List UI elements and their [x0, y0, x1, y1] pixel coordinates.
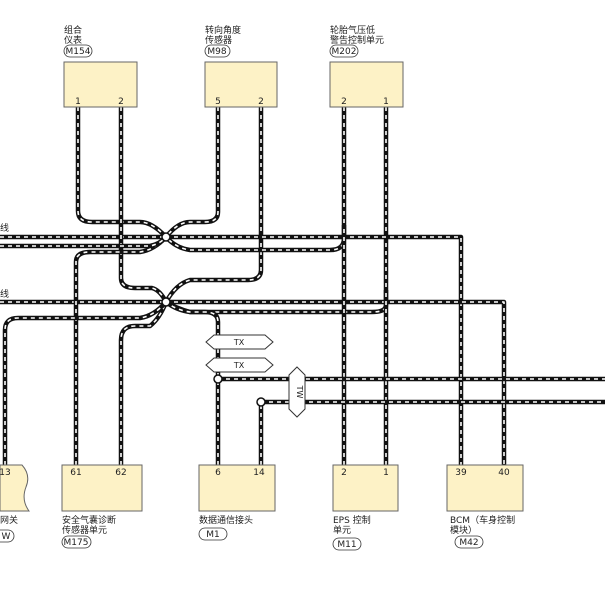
connector-box — [198, 464, 276, 512]
twist-label: TW — [295, 385, 304, 399]
connector-code: M154 — [66, 47, 91, 57]
pin-label: 1 — [75, 97, 81, 107]
code-badge — [0, 529, 15, 543]
bus-label-upper: 线 — [0, 222, 9, 234]
twist-label: TX — [233, 361, 245, 370]
connector-name: 轮胎气压低 — [330, 24, 375, 36]
connector-gateway[interactable]: 13 网关 W — [0, 464, 30, 543]
connector-m1[interactable]: 6 14 数据通信接头 M1 — [198, 464, 276, 541]
twist-marker-tx1: TX — [205, 334, 274, 350]
connector-name: 模块） — [450, 524, 477, 536]
pin-label: 13 — [0, 468, 11, 478]
connector-name: 传感器 — [205, 34, 232, 46]
twist-marker-tx2: TX — [205, 357, 274, 373]
wire-m98-5 — [164, 107, 221, 239]
connector-m11[interactable]: 2 1 EPS 控制 单元 M11 — [332, 464, 399, 551]
pin-label: 2 — [258, 97, 264, 107]
connector-m202[interactable]: 轮胎气压低 警告控制单元 M202 2 1 — [329, 24, 404, 108]
connector-box — [63, 61, 138, 108]
connector-box — [61, 464, 143, 512]
connector-name: 组合 — [64, 24, 82, 36]
pin-label: 1 — [383, 468, 389, 478]
connector-code: W — [2, 532, 11, 542]
code-badge — [198, 527, 228, 541]
connector-code: M98 — [207, 47, 226, 57]
connector-name: 数据通信接头 — [199, 514, 253, 526]
pin-label: 6 — [215, 468, 221, 478]
connector-box — [329, 61, 404, 108]
connector-name: 单元 — [333, 524, 351, 536]
pin-label: 2 — [341, 97, 347, 107]
connector-box — [204, 61, 278, 108]
twist-marker-tw: TW — [288, 366, 306, 418]
connector-name: 传感器单元 — [62, 524, 107, 536]
wire-m202-2 — [164, 107, 347, 253]
connector-box — [0, 464, 30, 512]
splice-upper — [161, 232, 171, 242]
pin-label: 62 — [115, 468, 126, 478]
splice-m1-6 — [213, 374, 223, 384]
wire-m1-6 — [164, 300, 221, 465]
wire-m154-1 — [75, 107, 168, 239]
splice-m1-14 — [256, 397, 266, 407]
connector-code: M175 — [64, 538, 89, 548]
connector-code: M202 — [332, 47, 357, 57]
pin-label: 14 — [253, 468, 265, 478]
code-badge — [204, 44, 231, 58]
connector-code: M42 — [459, 538, 478, 548]
connector-code: M1 — [206, 530, 220, 540]
wire-m175-62 — [118, 301, 169, 465]
wire-m42-39 — [166, 234, 464, 465]
connector-m175[interactable]: 61 62 安全气囊诊断 传感器单元 M175 — [61, 464, 143, 549]
connector-m42[interactable]: 39 40 BCM（车身控制 模块） M42 — [446, 464, 524, 549]
connector-name: 警告控制单元 — [330, 34, 384, 46]
wire-gateway-13 — [2, 300, 168, 465]
connector-m154[interactable]: 组合 仪表 M154 1 2 — [63, 24, 138, 108]
splice-lower — [161, 297, 171, 307]
pin-label: 2 — [341, 468, 347, 478]
wires — [0, 107, 605, 465]
code-badge — [329, 44, 359, 58]
pin-label: 61 — [70, 468, 81, 478]
wire-m98-2 — [164, 107, 264, 304]
connector-code: M11 — [337, 540, 356, 550]
pin-label: 2 — [118, 97, 124, 107]
pin-label: 39 — [455, 468, 467, 478]
connector-box — [332, 464, 399, 512]
pin-label: 40 — [498, 468, 510, 478]
code-badge — [61, 535, 92, 549]
connector-box — [446, 464, 524, 512]
twist-label: TX — [233, 338, 245, 347]
connector-name: EPS 控制 — [333, 514, 371, 526]
connector-name: 转向角度 — [205, 24, 241, 36]
pin-label: 5 — [215, 97, 221, 107]
splice-points — [161, 232, 266, 407]
pin-label: 1 — [383, 97, 389, 107]
code-badge — [454, 535, 484, 549]
connector-name: BCM（车身控制 — [450, 514, 515, 526]
code-badge — [332, 537, 362, 551]
wire-m154-2 — [118, 107, 169, 304]
bus-label-lower: 线 — [0, 288, 9, 300]
code-badge — [63, 44, 93, 58]
wire-m42-40 — [166, 299, 507, 465]
connector-name: 仪表 — [64, 34, 82, 46]
connector-name: 安全气囊诊断 — [62, 514, 116, 526]
connector-m98[interactable]: 转向角度 传感器 M98 5 2 — [204, 24, 278, 108]
connector-name: 网关 — [0, 514, 18, 526]
